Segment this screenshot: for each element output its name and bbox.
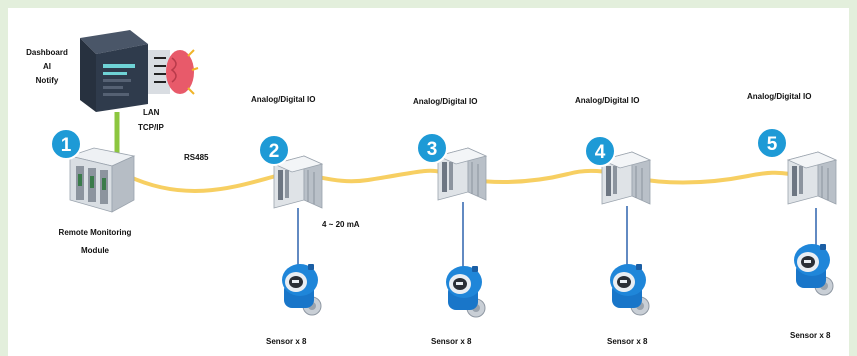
node-number-2: 2 bbox=[269, 141, 280, 162]
io-label-4: Analog/Digital IO bbox=[575, 96, 640, 105]
node-number-4: 4 bbox=[595, 142, 606, 163]
sensor-label-5: Sensor x 8 bbox=[790, 331, 831, 340]
node-number-1: 1 bbox=[61, 135, 72, 156]
sensor-label-4: Sensor x 8 bbox=[607, 337, 648, 346]
brain-icon bbox=[148, 49, 199, 95]
server-label-notify: Notify bbox=[35, 76, 59, 85]
node-badge-3: 3 bbox=[416, 132, 448, 164]
sensor-icon-3 bbox=[445, 265, 486, 318]
sensor-icon-5 bbox=[793, 243, 834, 296]
node-badge-1: 1 bbox=[50, 128, 82, 160]
io-label-5: Analog/Digital IO bbox=[747, 92, 812, 101]
tcp-ip-label: TCP/IP bbox=[138, 123, 164, 132]
node-badge-4: 4 bbox=[584, 135, 616, 167]
io-label-3: Analog/Digital IO bbox=[413, 97, 478, 106]
sensor-label-2: Sensor x 8 bbox=[266, 337, 307, 346]
network-diagram: 1 2 3 4 5 Dashboard AI Notify LAN TCP/IP… bbox=[8, 8, 849, 356]
module-label-line1: Remote Monitoring bbox=[58, 228, 132, 237]
server-label-ai: AI bbox=[43, 62, 51, 71]
sensor-icon-4 bbox=[609, 263, 650, 316]
io-label-2: Analog/Digital IO bbox=[251, 95, 316, 104]
node-number-5: 5 bbox=[767, 134, 778, 155]
sensor-label-3: Sensor x 8 bbox=[431, 337, 472, 346]
node-badge-2: 2 bbox=[258, 134, 290, 166]
signal-label: 4 ~ 20 mA bbox=[322, 220, 360, 229]
server-label-dashboard: Dashboard bbox=[26, 48, 68, 57]
io-box-5 bbox=[787, 151, 837, 205]
rs485-label: RS485 bbox=[184, 153, 209, 162]
node-badge-5: 5 bbox=[756, 127, 788, 159]
node-number-3: 3 bbox=[427, 139, 438, 160]
module-label: Remote Monitoring Module bbox=[44, 224, 146, 260]
server-icon bbox=[80, 30, 148, 112]
server-label: Dashboard AI Notify bbox=[16, 46, 78, 88]
diagram-canvas: 1 2 3 4 5 bbox=[50, 30, 837, 318]
lan-label: LAN bbox=[143, 108, 160, 117]
sensor-wires bbox=[297, 202, 817, 270]
module-label-line2: Module bbox=[81, 246, 109, 255]
remote-monitoring-module-icon bbox=[68, 147, 136, 213]
sensor-icon-2 bbox=[281, 263, 322, 316]
